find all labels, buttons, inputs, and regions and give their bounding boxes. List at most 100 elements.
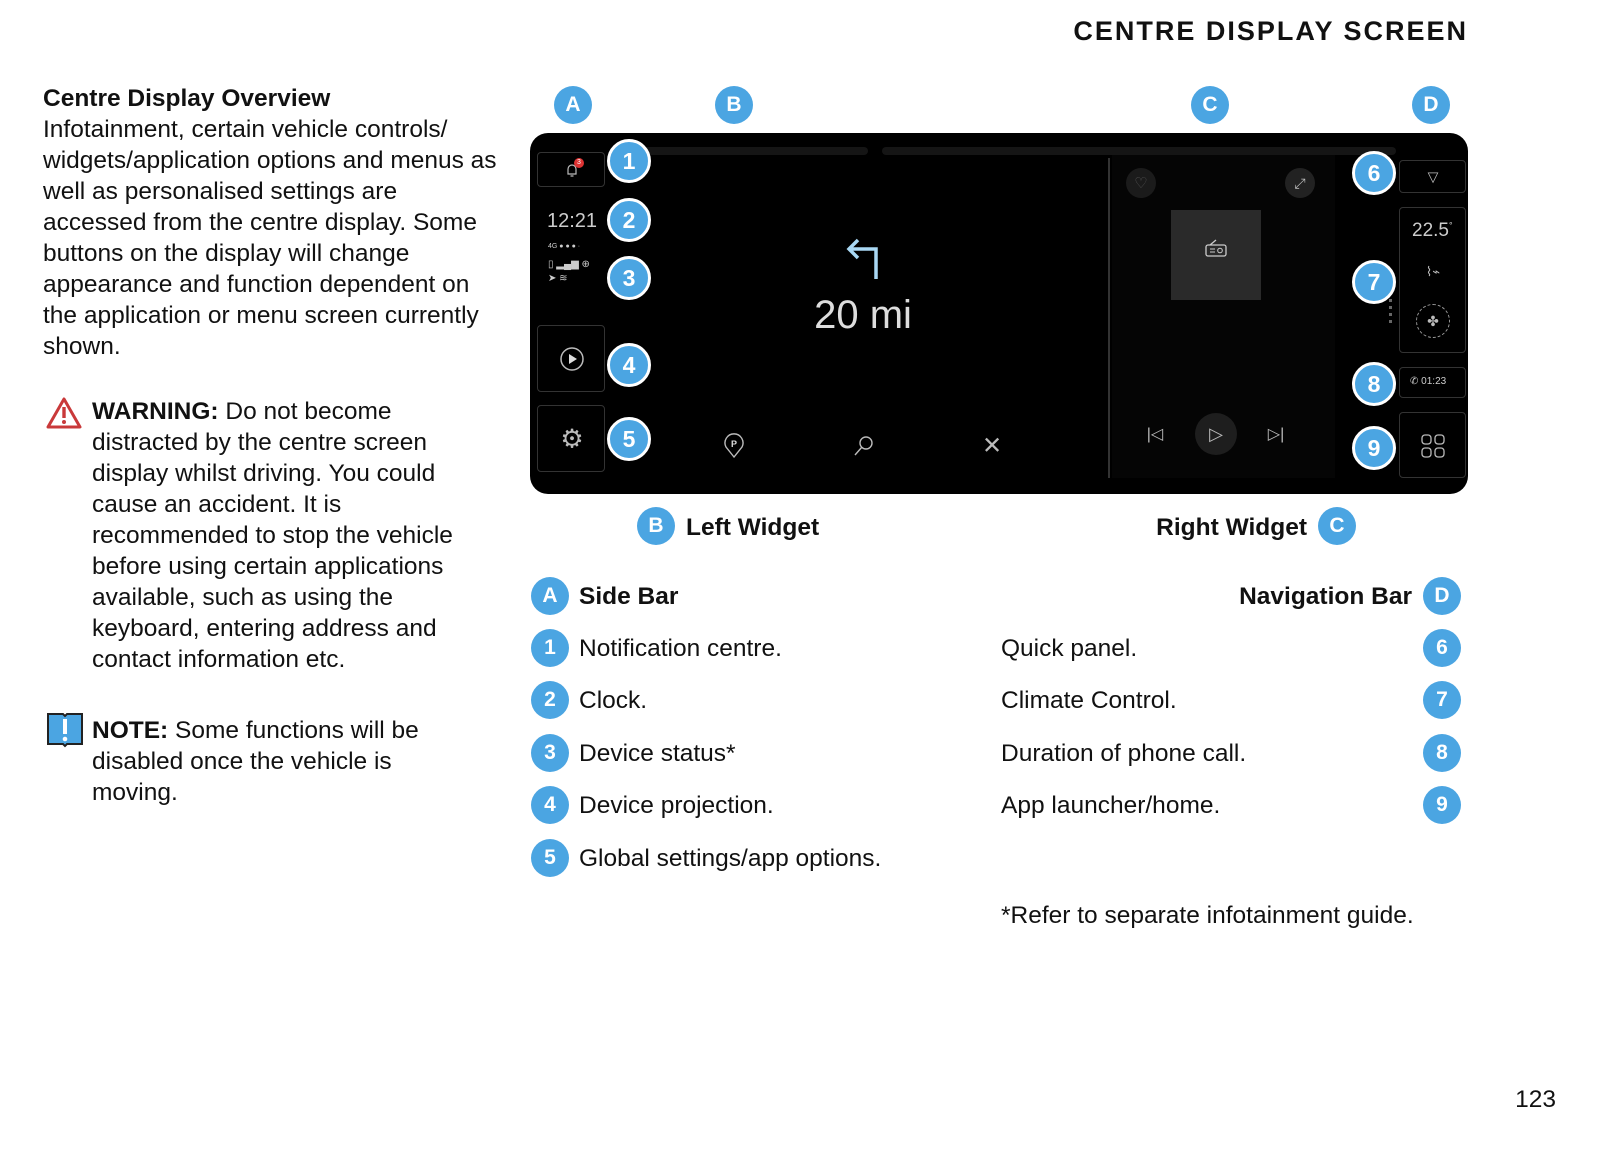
search-icon[interactable] xyxy=(853,435,875,457)
overview-heading: Centre Display Overview xyxy=(43,85,331,112)
legend-2-badge: 2 xyxy=(531,681,569,719)
call-duration-text: 01:23 xyxy=(1421,376,1447,387)
legend-5-badge: 5 xyxy=(531,839,569,877)
callout-1-badge: 1 xyxy=(607,139,651,183)
fan-icon: ✤ xyxy=(1416,304,1450,338)
projection-play-icon xyxy=(559,346,585,372)
legend-3-badge: 3 xyxy=(531,734,569,772)
call-duration: ✆ 01:23 xyxy=(1410,376,1446,387)
signal-icon: ▂▄▆ xyxy=(556,259,579,270)
legend-item: Duration of phone call. xyxy=(1001,740,1247,767)
legend-d-badge: D xyxy=(1423,577,1461,615)
notification-count-badge: 3 xyxy=(574,158,584,168)
centre-display-illustration: 3 12:21 4G ● ● ● · ▯ ▂▄▆ ⊕➤ ≋ ⚙ 20 mi P … xyxy=(530,133,1468,494)
callout-3-badge: 3 xyxy=(607,256,651,300)
legend-4-badge: 4 xyxy=(531,786,569,824)
legend-9-badge: 9 xyxy=(1423,786,1461,824)
right-widget-caption: Right Widget xyxy=(1156,514,1307,541)
wifi-icon: ≋ xyxy=(559,273,568,284)
play-button[interactable]: ▷ xyxy=(1195,413,1237,455)
next-track-icon[interactable]: ▷| xyxy=(1267,426,1285,443)
note-body: Some functions will be disabled once the… xyxy=(92,717,419,806)
phone-call-icon: ✆ xyxy=(1410,376,1419,387)
triangle-down-icon: ▽ xyxy=(1427,168,1439,185)
app-launcher-button[interactable] xyxy=(1399,412,1466,478)
legend-item: Clock. xyxy=(579,687,648,714)
legend-item: Global settings/app options. xyxy=(579,845,882,872)
callout-7-badge: 7 xyxy=(1352,260,1396,304)
warning-body: Do not become distracted by the centre s… xyxy=(92,398,453,673)
radio-icon xyxy=(1204,239,1228,257)
legend-1-badge: 1 xyxy=(531,629,569,667)
label-c-badge: C xyxy=(1191,86,1229,124)
overview-section: Centre Display Overview Infotainment, ce… xyxy=(43,83,503,362)
network-type: 4G xyxy=(548,243,558,250)
distance-text: 20 mi xyxy=(814,293,912,337)
left-widget-caption: Left Widget xyxy=(686,514,820,541)
expand-icon[interactable]: ⤢ xyxy=(1285,168,1315,198)
legend-item: Device status* xyxy=(579,740,736,767)
svg-text:P: P xyxy=(731,439,737,449)
settings-button[interactable]: ⚙ xyxy=(537,405,605,472)
note-label: NOTE: xyxy=(92,717,169,744)
label-b-badge: B xyxy=(715,86,753,124)
page-title: CENTRE DISPLAY SCREEN xyxy=(1073,16,1468,46)
caption-c-badge: C xyxy=(1318,507,1356,545)
note-text: NOTE: Some functions will be disabled on… xyxy=(92,715,472,808)
device-projection-button[interactable] xyxy=(537,325,605,392)
callout-8-badge: 8 xyxy=(1352,362,1396,406)
network-label: 4G ● ● ● · xyxy=(548,243,581,250)
callout-5-badge: 5 xyxy=(607,417,651,461)
notification-button[interactable]: 3 xyxy=(537,152,605,187)
label-d-badge: D xyxy=(1412,86,1450,124)
device-status-icons: ▯ ▂▄▆ ⊕ ➤ ≋ xyxy=(548,258,590,286)
page-number: 123 xyxy=(1515,1086,1556,1113)
caption-b-badge: B xyxy=(637,507,675,545)
quick-panel-button[interactable]: ▽ xyxy=(1399,160,1466,193)
legend-item: Device projection. xyxy=(579,792,774,819)
warning-label: WARNING: xyxy=(92,398,219,425)
top-bar-right xyxy=(882,147,1396,155)
legend-item: App launcher/home. xyxy=(1001,792,1221,819)
warning-icon xyxy=(45,396,83,435)
warning-text: WARNING: Do not become distracted by the… xyxy=(92,396,492,675)
side-bar-heading: Side Bar xyxy=(579,583,679,610)
climate-control-button[interactable]: 22.5° ⌇⌁ ✤ xyxy=(1399,207,1466,353)
footnote: *Refer to separate infotainment guide. xyxy=(1001,902,1414,929)
legend-7-badge: 7 xyxy=(1423,681,1461,719)
callout-4-badge: 4 xyxy=(607,343,651,387)
temperature-text: 22.5° xyxy=(1412,220,1453,242)
callout-9-badge: 9 xyxy=(1352,426,1396,470)
callout-2-badge: 2 xyxy=(607,198,651,242)
globe-icon: ⊕ xyxy=(581,259,590,270)
widget-divider xyxy=(1108,158,1110,478)
turn-left-arrow-icon xyxy=(844,235,884,281)
note-book-icon xyxy=(46,710,84,753)
legend-8-badge: 8 xyxy=(1423,734,1461,772)
clock-text: 12:21 xyxy=(547,210,598,232)
location-arrow-icon: ➤ xyxy=(548,273,557,284)
phone-icon: ▯ xyxy=(548,259,554,270)
temperature-value: 22.5 xyxy=(1412,220,1449,241)
close-icon[interactable]: ✕ xyxy=(981,432,1003,460)
parking-pin-icon[interactable]: P xyxy=(723,433,745,459)
temperature-unit: ° xyxy=(1448,220,1453,231)
legend-item: Notification centre. xyxy=(579,635,782,662)
top-bar-left xyxy=(640,147,868,155)
legend-6-badge: 6 xyxy=(1423,629,1461,667)
app-grid-icon xyxy=(1421,434,1445,458)
call-duration-button[interactable]: ✆ 01:23 xyxy=(1399,367,1466,398)
overview-body: Infotainment, certain vehicle controls/ … xyxy=(43,116,497,360)
legend-item: Quick panel. xyxy=(1001,635,1138,662)
legend-item: Climate Control. xyxy=(1001,687,1177,714)
navigation-bar-heading: Navigation Bar xyxy=(1239,583,1412,610)
media-widget: ♡ ⤢ |◁ ▷ ▷| xyxy=(1112,155,1335,478)
bell-icon xyxy=(564,162,580,178)
gear-icon: ⚙ xyxy=(560,423,584,454)
album-art xyxy=(1171,210,1261,300)
previous-track-icon[interactable]: |◁ xyxy=(1146,426,1164,443)
callout-6-badge: 6 xyxy=(1352,151,1396,195)
heart-icon[interactable]: ♡ xyxy=(1126,168,1156,198)
legend-a-badge: A xyxy=(531,577,569,615)
page-dots-right xyxy=(1389,299,1392,325)
